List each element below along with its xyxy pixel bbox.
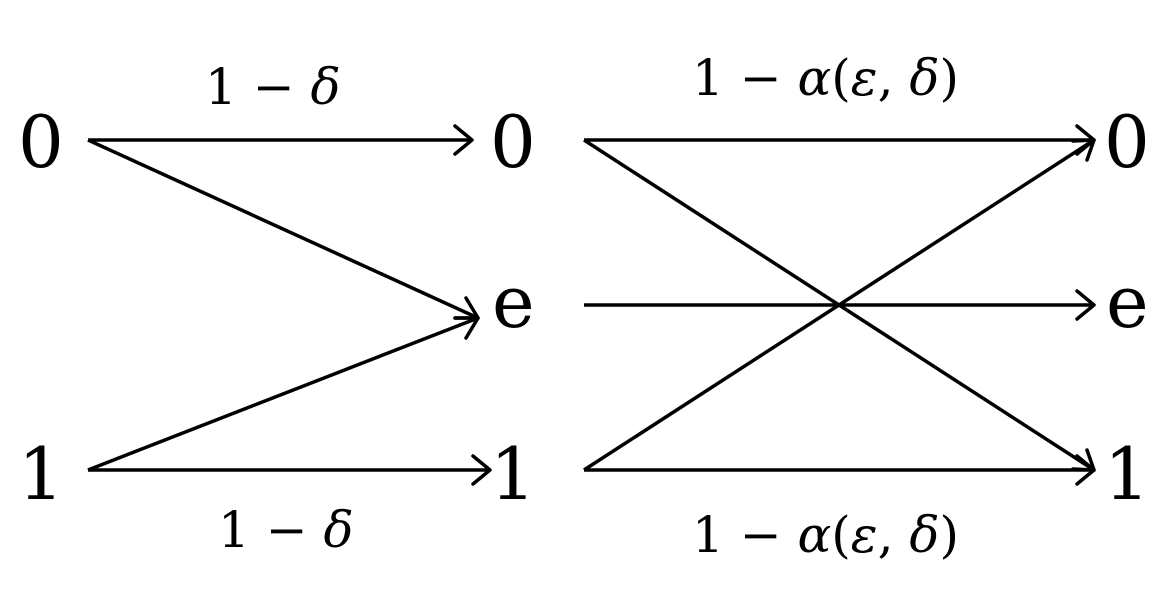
arrowhead-1-to-1 [471,454,492,486]
edge-1-to-e [87,316,479,472]
left-top-label: 1 − δ [205,58,341,116]
edge-r-1-to-0 [583,138,1095,472]
edge-0-to-e [87,138,479,320]
right-bottom-label: 1 − α(ε, δ) [692,506,959,564]
mid-output-1: 1 [490,432,536,516]
right-output-1: 1 [1104,432,1150,516]
arrowhead-r-e-to-e [1075,289,1096,321]
mid-output-0: 0 [490,100,536,184]
left-input-0: 0 [18,100,64,184]
right-top-label: 1 − α(ε, δ) [692,49,959,107]
mid-output-e: e [492,260,535,344]
arrowhead-1-to-e [453,316,480,340]
arrowhead-r-1-to-0 [1071,138,1096,162]
right-output-0: 0 [1104,100,1150,184]
right-output-e: e [1106,260,1149,344]
arrowhead-0-to-0 [453,124,474,156]
left-bottom-label: 1 − δ [218,501,354,559]
arrowhead-r-0-to-1 [1071,448,1096,472]
left-input-1: 1 [18,432,64,516]
